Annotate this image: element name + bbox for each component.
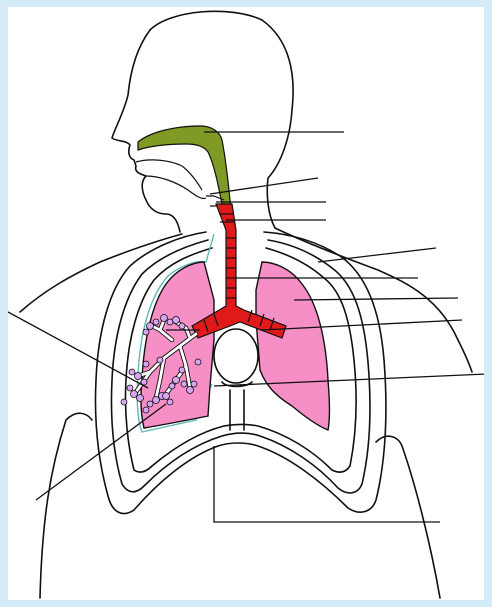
label-line-9	[214, 374, 484, 386]
respiratory-diagram	[8, 7, 484, 600]
label-line-11	[36, 404, 166, 500]
heart-base	[222, 382, 252, 430]
left-arm	[40, 413, 92, 598]
diagram-frame	[8, 7, 484, 600]
mouth	[136, 160, 202, 190]
label-line-5	[318, 248, 436, 262]
right-arm	[376, 436, 440, 598]
heart	[214, 329, 258, 383]
pharynx	[146, 176, 206, 199]
label-line-12	[8, 312, 148, 388]
label-line-7	[294, 298, 458, 300]
left-lung	[256, 262, 330, 430]
